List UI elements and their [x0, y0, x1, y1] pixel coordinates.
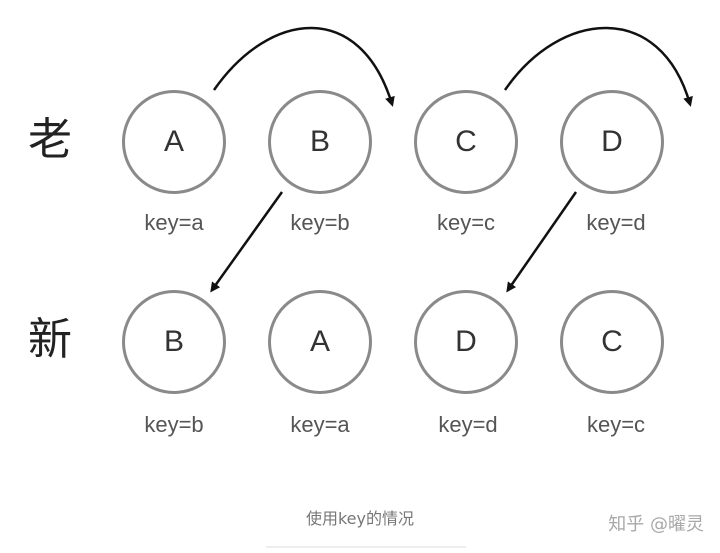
new-key-b: key=b	[144, 412, 204, 437]
node-letter: B	[309, 125, 330, 158]
new-key-c: key=c	[586, 412, 646, 437]
new-node-b: B	[122, 290, 226, 394]
arrow-oldd-to-newd-icon	[506, 191, 578, 293]
old-key-d: key=d	[586, 210, 646, 235]
node-letter: A	[163, 125, 184, 158]
new-key-d: key=d	[438, 412, 498, 437]
old-row-label: 老	[28, 114, 72, 165]
watermark: 知乎 @曜灵	[608, 514, 704, 535]
node-letter: C	[455, 125, 477, 158]
new-node-c: C	[560, 290, 664, 394]
node-letter: A	[309, 325, 330, 358]
node-letter: C	[601, 325, 623, 358]
new-node-a: A	[268, 290, 372, 394]
figure-caption: 使用key的情况	[305, 509, 414, 528]
new-node-d: D	[414, 290, 518, 394]
node-letter: B	[163, 325, 184, 358]
old-node-b: B	[268, 90, 372, 194]
old-key-a: key=a	[144, 210, 204, 235]
caption-divider	[266, 546, 466, 548]
node-letter: D	[455, 325, 477, 358]
old-key-c: key=c	[436, 210, 496, 235]
node-letter: D	[601, 125, 623, 158]
arrow-a-to-c-icon	[212, 26, 395, 107]
new-key-a: key=a	[290, 412, 350, 437]
new-row-label: 新	[28, 314, 72, 365]
arrow-oldb-to-newb-icon	[210, 191, 284, 293]
old-node-c: C	[414, 90, 518, 194]
old-node-d: D	[560, 90, 664, 194]
arrow-c-to-end-icon	[503, 26, 693, 107]
old-key-b: key=b	[290, 210, 350, 235]
old-node-a: A	[122, 90, 226, 194]
